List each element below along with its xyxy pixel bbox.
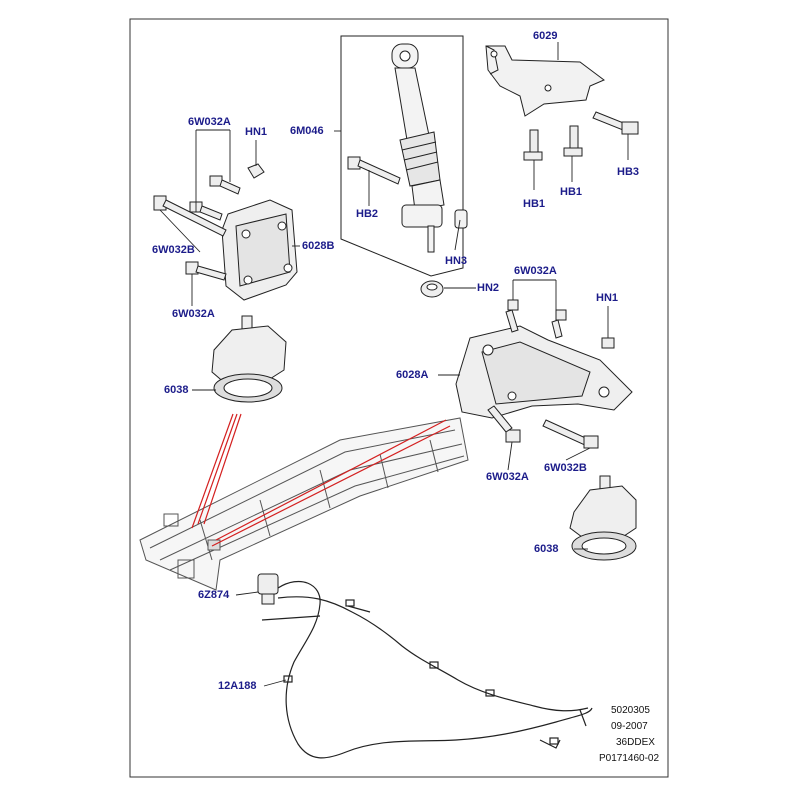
label-12A188: 12A188 [218, 680, 257, 692]
nut-HN2 [420, 280, 444, 298]
label-6028B: 6028B [302, 240, 335, 252]
shock-absorber-6M046 [391, 43, 468, 253]
bolt-HB1-b [563, 125, 583, 157]
label-HB2: HB2 [356, 208, 379, 220]
label-6W032A-left: 6W032A [172, 308, 215, 320]
engine-mount-6038-right [569, 475, 637, 561]
label-6W032A-bottom: 6W032A [486, 471, 529, 483]
engine-mount-6038-left [211, 315, 287, 403]
label-6M046: 6M046 [290, 125, 324, 137]
bracket-6028B [221, 199, 298, 301]
label-6038-left: 6038 [164, 384, 189, 396]
label-HB1-b: HB1 [560, 186, 583, 198]
footer-date: 09-2007 [611, 721, 648, 732]
footer-code-1: 5020305 [611, 705, 650, 716]
frame-highlight-lines [191, 413, 451, 547]
nut-HN1-right [601, 337, 615, 349]
bracket-6029 [485, 45, 605, 117]
bolt-6W032A-bottom [487, 405, 521, 443]
label-HB1-a: HB1 [523, 198, 546, 210]
label-6029: 6029 [533, 30, 558, 42]
label-6W032A-mid: 6W032A [514, 265, 557, 277]
leader-lines [159, 42, 629, 687]
label-6028A: 6028A [396, 369, 429, 381]
bolt-HB1-a [523, 129, 543, 161]
label-6W032A-top: 6W032A [188, 116, 231, 128]
label-HN3: HN3 [445, 255, 468, 267]
label-6W032B-right: 6W032B [544, 462, 587, 474]
chassis-frame [139, 417, 469, 591]
nut-HN1-top [247, 163, 265, 179]
label-6W032B-left: 6W032B [152, 244, 195, 256]
footer-drawing-number: P0171460-02 [599, 753, 660, 764]
label-HN2: HN2 [477, 282, 500, 294]
sensor-6Z874 [257, 573, 279, 605]
bracket-6028A [455, 325, 633, 419]
bolts-6W032A-mid [505, 299, 567, 339]
label-HN1-right: HN1 [596, 292, 619, 304]
label-6038-right: 6038 [534, 543, 559, 555]
diagram-border [129, 18, 669, 778]
bolt-HB3 [592, 111, 639, 135]
label-HB3: HB3 [617, 166, 640, 178]
bolt-6W032B-right [542, 419, 599, 449]
shock-absorber-inset-box [340, 35, 464, 277]
wiring-harness-12A188 [261, 580, 593, 759]
label-6Z874: 6Z874 [198, 589, 230, 601]
footer-code-2: 36DDEX [616, 737, 655, 748]
bolt-HB2 [347, 156, 401, 185]
bolt-6W032A-left [185, 261, 227, 281]
label-HN1-top: HN1 [245, 126, 268, 138]
bolt-6W032B-left [153, 195, 227, 237]
